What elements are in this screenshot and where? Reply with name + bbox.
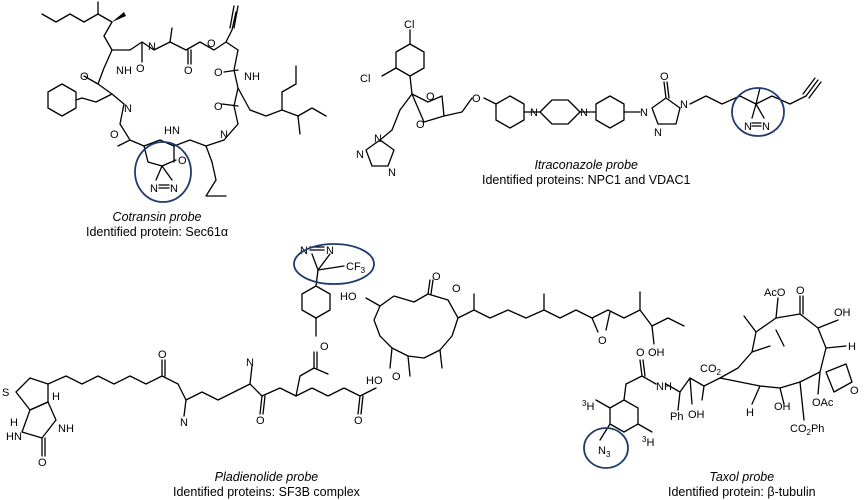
taxol-caption: Taxol probe Identified protein: β-tubuli… bbox=[668, 470, 816, 500]
pladienolide-biotin-o: O bbox=[38, 457, 47, 469]
taxol-tritium-h1: 3H bbox=[582, 399, 594, 413]
pladienolide-amide-o1: O bbox=[158, 349, 167, 361]
cotransin-diazirine-highlight bbox=[134, 141, 192, 203]
pladienolide-cf3: CF3 bbox=[346, 261, 366, 275]
cotransin-n-methyl: N bbox=[148, 41, 156, 53]
taxol-co2ph: CO2Ph bbox=[790, 423, 824, 437]
pladienolide-ketone-o: O bbox=[320, 341, 329, 353]
itraconazole-pip-n2: N bbox=[580, 107, 588, 119]
taxol-protein-label: Identified protein: bbox=[668, 485, 764, 499]
taxol-tritium-h2: 3H bbox=[642, 435, 654, 449]
pladienolide-lactone-o: O bbox=[432, 271, 441, 283]
itraconazole-protein-label: Identified proteins: bbox=[482, 173, 585, 187]
pladienolide-biotin-nh: NH bbox=[58, 423, 74, 435]
cotransin-ester-o: O bbox=[207, 38, 216, 50]
taxol-core-oh: OH bbox=[774, 401, 791, 413]
itraconazole-triazole-n1: N bbox=[374, 133, 382, 145]
taxol-oh-top: OH bbox=[834, 307, 851, 319]
itraconazole-caption: Itraconazole probe Identified proteins: … bbox=[482, 158, 690, 188]
taxol-oxetane-o: O bbox=[850, 385, 859, 397]
pladienolide-biotin-h1: H bbox=[52, 391, 60, 403]
cotransin-carbonyl-o5: O bbox=[214, 101, 223, 113]
itraconazole-triazolone-n3: N bbox=[654, 127, 662, 139]
pladienolide-protein-value: SF3B complex bbox=[278, 485, 360, 499]
taxol-core-h: H bbox=[746, 407, 754, 419]
taxol-structure: 3H 3H N3 O NH Ph OH CO2 AcO O OH H O OAc… bbox=[582, 285, 859, 469]
taxol-aco: AcO bbox=[764, 287, 786, 299]
itraconazole-triazolone-n2: N bbox=[680, 99, 688, 111]
pladienolide-biotin-s: S bbox=[2, 387, 9, 399]
pladienolide-amide-o2: O bbox=[256, 415, 265, 427]
pladienolide-ho2: HO bbox=[366, 375, 383, 387]
pladienolide-amide-n2: N bbox=[246, 357, 254, 369]
taxol-protein-value: β-tubulin bbox=[767, 485, 816, 499]
itraconazole-structure: Cl Cl O O O N N N N N O N N N N N bbox=[356, 19, 822, 179]
cotransin-diazirine-n1: N bbox=[150, 183, 158, 195]
pladienolide-probe-name: Pladienolide probe bbox=[214, 470, 319, 484]
itraconazole-probe-name: Itraconazole probe bbox=[534, 158, 638, 172]
taxol-amide-o: O bbox=[636, 347, 645, 359]
itraconazole-ether-o: O bbox=[472, 93, 481, 105]
itraconazole-protein-line: Identified proteins: NPC1 and VDAC1 bbox=[482, 173, 690, 188]
pladienolide-amide-n1: N bbox=[180, 417, 188, 429]
pladienolide-biotin-hn: HN bbox=[6, 431, 22, 443]
cotransin-diazirine-n2: N bbox=[170, 183, 178, 195]
itraconazole-triazolone-o: O bbox=[660, 71, 669, 83]
cotransin-protein-label: Identified protein: bbox=[86, 225, 182, 239]
cotransin-structure: N O O O O NH NH O N O O HN N O N N bbox=[41, 1, 327, 203]
pladienolide-ester-o: O bbox=[354, 415, 363, 427]
pladienolide-diazirine-n2: N bbox=[326, 245, 334, 257]
pladienolide-structure: S H H HN NH O O N O N O O O HO O O HO O … bbox=[2, 243, 685, 469]
itraconazole-triazolone-n1: N bbox=[640, 107, 648, 119]
cotransin-carbonyl-o4: O bbox=[80, 71, 89, 83]
itraconazole-diazirine-highlight bbox=[731, 87, 785, 137]
taxol-ph: Ph bbox=[670, 411, 683, 423]
cotransin-nh-1: NH bbox=[116, 65, 132, 77]
itraconazole-diazirine-n1: N bbox=[744, 121, 752, 133]
taxol-co2: CO2 bbox=[700, 363, 722, 377]
itraconazole-dioxolane-o2: O bbox=[416, 119, 425, 131]
pladienolide-protein-label: Identified proteins: bbox=[173, 485, 276, 499]
itraconazole-cl-top: Cl bbox=[404, 19, 414, 31]
taxol-oac: OAc bbox=[812, 397, 834, 409]
cotransin-hn: HN bbox=[164, 125, 180, 137]
taxol-ketone-o: O bbox=[796, 285, 805, 297]
itraconazole-pip-n1: N bbox=[530, 107, 538, 119]
cotransin-carbonyl-o3: O bbox=[214, 67, 223, 79]
cotransin-protein-value: Sec61α bbox=[185, 225, 229, 239]
pladienolide-protein-line: Identified proteins: SF3B complex bbox=[173, 485, 360, 500]
cotransin-protein-line: Identified protein: Sec61α bbox=[86, 225, 228, 240]
cotransin-carbonyl-o7: O bbox=[178, 155, 187, 167]
taxol-h: H bbox=[848, 341, 856, 353]
taxol-side-oh: OH bbox=[688, 409, 705, 421]
cotransin-probe-name: Cotransin probe bbox=[112, 210, 202, 224]
pladienolide-caption: Pladienolide probe Identified proteins: … bbox=[173, 470, 360, 500]
itraconazole-dioxolane-o1: O bbox=[426, 91, 435, 103]
pladienolide-biotin-h2: H bbox=[10, 417, 18, 429]
taxol-azide-highlight bbox=[583, 427, 629, 469]
pladienolide-oh: OH bbox=[648, 347, 665, 359]
cotransin-n-methyl-3: N bbox=[220, 129, 228, 141]
taxol-protein-line: Identified protein: β-tubulin bbox=[668, 485, 816, 500]
cotransin-caption: Cotransin probe Identified protein: Sec6… bbox=[86, 210, 228, 240]
cotransin-n-methyl-2: N bbox=[124, 103, 132, 115]
pladienolide-ring-o: O bbox=[452, 283, 461, 295]
taxol-azide: N3 bbox=[598, 445, 611, 459]
pladienolide-ester-o2: O bbox=[392, 371, 401, 383]
pladienolide-diazirine-highlight bbox=[293, 243, 375, 285]
itraconazole-protein-value: NPC1 and VDAC1 bbox=[587, 173, 691, 187]
pladienolide-epoxide-o: O bbox=[598, 335, 607, 347]
taxol-nh: NH bbox=[656, 381, 672, 393]
itraconazole-diazirine-n2: N bbox=[762, 121, 770, 133]
cotransin-nh-2: NH bbox=[244, 71, 260, 83]
itraconazole-cl-left: Cl bbox=[360, 73, 370, 85]
cotransin-carbonyl-o2: O bbox=[184, 65, 193, 77]
cotransin-carbonyl-o6: O bbox=[110, 129, 119, 141]
pladienolide-ho1: HO bbox=[340, 291, 357, 303]
taxol-probe-name: Taxol probe bbox=[709, 470, 775, 484]
cotransin-carbonyl-o1: O bbox=[136, 63, 145, 75]
itraconazole-triazole-n3: N bbox=[388, 167, 396, 179]
itraconazole-triazole-n2: N bbox=[356, 149, 364, 161]
